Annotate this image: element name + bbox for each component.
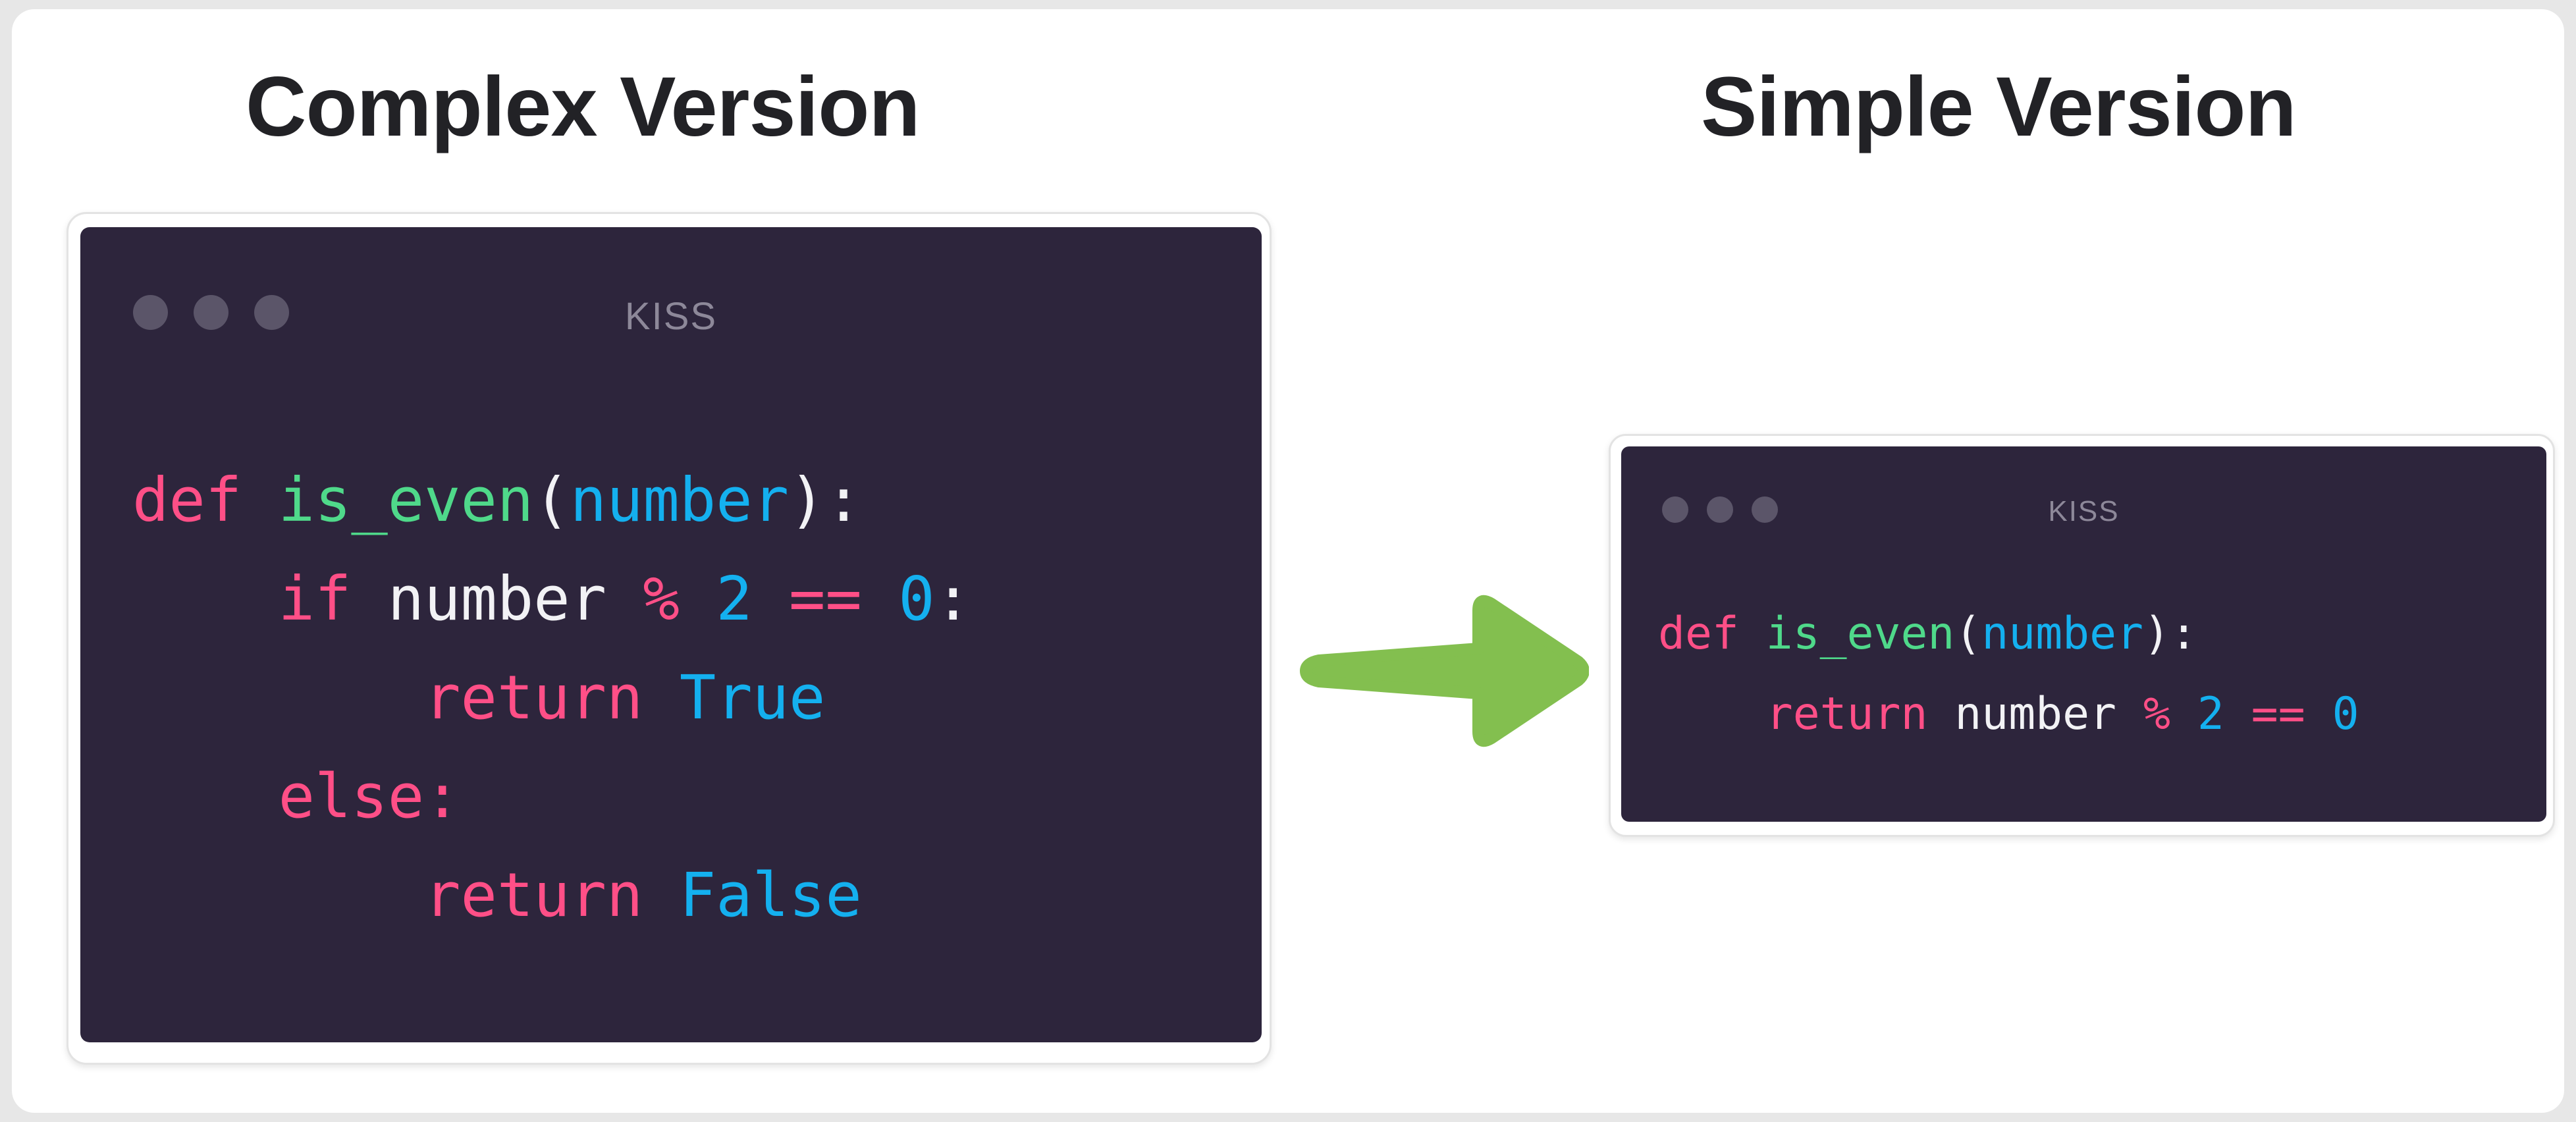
code-token: 0 (2332, 688, 2359, 740)
code-token: number (1981, 608, 2143, 660)
code-token (753, 564, 789, 634)
page-canvas: Complex Version Simple Version KISS def … (12, 9, 2564, 1113)
window-dot-minimize-icon[interactable] (194, 295, 228, 330)
code-token: def (132, 465, 242, 535)
code-surface-simple: KISS (1621, 446, 2546, 822)
code-token: return (424, 860, 643, 930)
code-token: % (2143, 688, 2170, 740)
window-controls-complex (133, 295, 289, 330)
code-token (2170, 688, 2197, 740)
code-token (1927, 688, 1954, 740)
code-token: False (679, 860, 862, 930)
code-token (1739, 608, 1766, 660)
arrow-right-icon (1299, 592, 1590, 750)
code-token: number (1954, 688, 2116, 740)
code-token: is_even (1765, 608, 1955, 660)
code-token: return (1765, 688, 1928, 740)
code-token (643, 860, 679, 930)
code-token: == (2251, 688, 2305, 740)
code-token: ) (789, 465, 826, 535)
code-token: : (424, 761, 461, 832)
code-token: ) (2143, 608, 2170, 660)
code-token: 2 (716, 564, 753, 634)
code-token: : (934, 564, 971, 634)
code-token (643, 662, 679, 733)
code-text-complex: def is_even(number): if number % 2 == 0:… (132, 451, 971, 945)
code-token: number (387, 564, 607, 634)
code-token (606, 564, 643, 634)
code-token (351, 564, 387, 634)
code-card-simple: KISS def is_even(number): return number … (1609, 434, 2555, 837)
code-token: 2 (2197, 688, 2224, 740)
code-text-simple: def is_even(number): return number % 2 =… (1658, 594, 2359, 755)
code-token: is_even (278, 465, 534, 535)
code-token: % (643, 564, 680, 634)
code-token: True (679, 662, 826, 733)
code-token: if (278, 564, 352, 634)
code-token (2224, 688, 2251, 740)
window-dot-close-icon[interactable] (1662, 496, 1688, 523)
page-title-simple: Simple Version (1701, 60, 2297, 154)
code-token (862, 564, 898, 634)
window-title-simple: KISS (2048, 495, 2120, 527)
window-controls-simple (1662, 496, 1778, 523)
window-dot-maximize-icon[interactable] (1752, 496, 1778, 523)
window-dot-maximize-icon[interactable] (254, 295, 289, 330)
code-token: 0 (898, 564, 935, 634)
window-dot-minimize-icon[interactable] (1707, 496, 1733, 523)
code-surface-complex: KISS (80, 227, 1262, 1042)
code-token (242, 465, 278, 535)
code-token: : (2170, 608, 2197, 660)
code-token (2305, 688, 2332, 740)
code-token: return (424, 662, 643, 733)
code-token: ( (533, 465, 570, 535)
page-title-complex: Complex Version (246, 60, 921, 154)
code-token: == (789, 564, 862, 634)
code-token: : (825, 465, 862, 535)
code-token: number (570, 465, 790, 535)
code-token: def (1658, 608, 1739, 660)
code-card-complex: KISS def is_even(number): if number % 2 … (67, 212, 1272, 1065)
window-dot-close-icon[interactable] (133, 295, 168, 330)
code-token (2116, 688, 2143, 740)
code-token: else (278, 761, 425, 832)
code-token (680, 564, 716, 634)
code-token: ( (1954, 608, 1982, 660)
window-title-complex: KISS (624, 295, 718, 338)
